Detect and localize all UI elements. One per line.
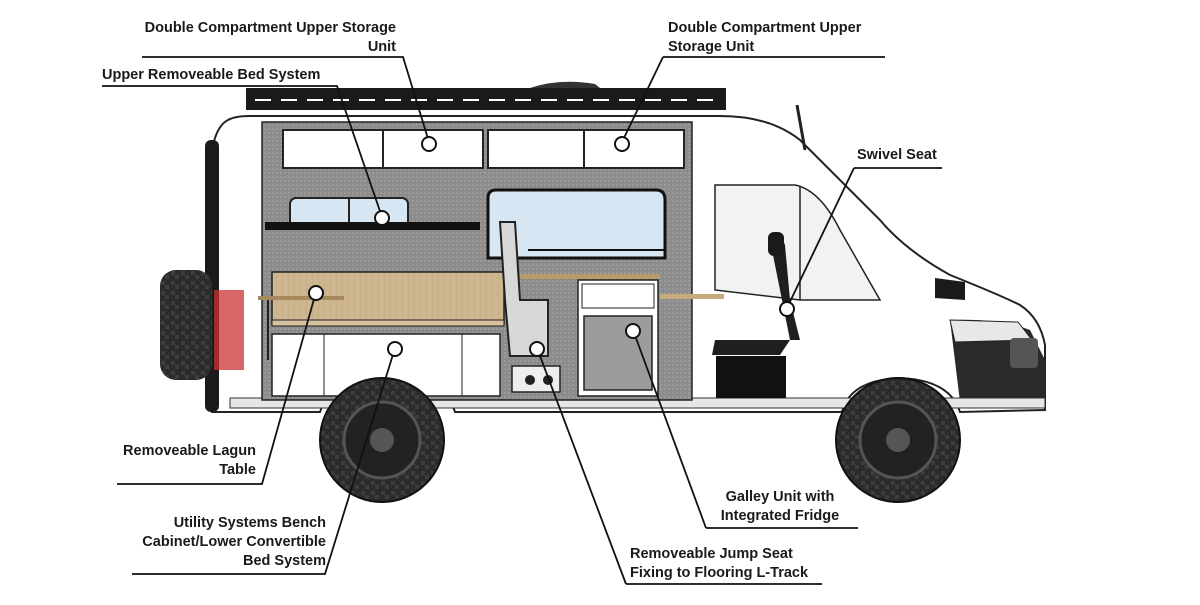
swivel-seat-shape bbox=[712, 232, 800, 398]
label-line: Utility Systems Bench bbox=[173, 515, 326, 531]
dot-swivel-seat bbox=[779, 301, 795, 317]
label-bench-cabinet: Utility Systems Bench Cabinet/Lower Conv… bbox=[110, 514, 326, 571]
label-line: Swivel Seat bbox=[857, 147, 937, 163]
label-jump-seat: Removeable Jump Seat Fixing to Flooring … bbox=[630, 545, 808, 583]
label-upper-bed-system: Upper Removeable Bed System bbox=[102, 66, 320, 85]
dot-upper-bed bbox=[374, 210, 390, 226]
label-upper-storage-right: Double Compartment Upper Storage Unit bbox=[668, 19, 861, 57]
label-upper-storage-left: Double Compartment Upper Storage Unit bbox=[100, 19, 396, 57]
roof-rack bbox=[246, 81, 726, 110]
label-line: Table bbox=[219, 462, 256, 478]
label-line: Bed System bbox=[242, 553, 326, 569]
dot-galley bbox=[625, 323, 641, 339]
label-swivel-seat: Swivel Seat bbox=[857, 146, 937, 165]
label-line: Upper Removeable Bed System bbox=[102, 67, 321, 83]
dot-lagun-table bbox=[308, 285, 324, 301]
label-line: Fixing to Flooring L-Track bbox=[630, 565, 809, 581]
dot-jump-seat bbox=[529, 341, 545, 357]
label-lagun-table: Removeable Lagun Table bbox=[100, 442, 256, 480]
dot-upper-storage-right bbox=[614, 136, 630, 152]
label-line: Storage Unit bbox=[668, 39, 755, 55]
callout-dots bbox=[308, 136, 795, 357]
label-line: Unit bbox=[367, 39, 396, 55]
rear-wheel bbox=[319, 377, 445, 503]
label-line: Galley Unit with bbox=[725, 489, 835, 505]
label-line: Double Compartment Upper bbox=[668, 20, 862, 36]
interior-wall bbox=[258, 121, 724, 401]
label-line: Removeable Lagun bbox=[123, 443, 256, 459]
leader-lines bbox=[102, 56, 942, 585]
dot-upper-storage-left bbox=[421, 136, 437, 152]
label-galley-unit: Galley Unit with Integrated Fridge bbox=[700, 488, 860, 526]
label-line: Cabinet/Lower Convertible bbox=[142, 534, 326, 550]
label-line: Removeable Jump Seat bbox=[630, 546, 793, 562]
dot-bench-cabinet bbox=[387, 341, 403, 357]
label-line: Integrated Fridge bbox=[720, 508, 840, 524]
label-line: Double Compartment Upper Storage bbox=[144, 20, 396, 36]
front-wheel bbox=[835, 377, 961, 503]
